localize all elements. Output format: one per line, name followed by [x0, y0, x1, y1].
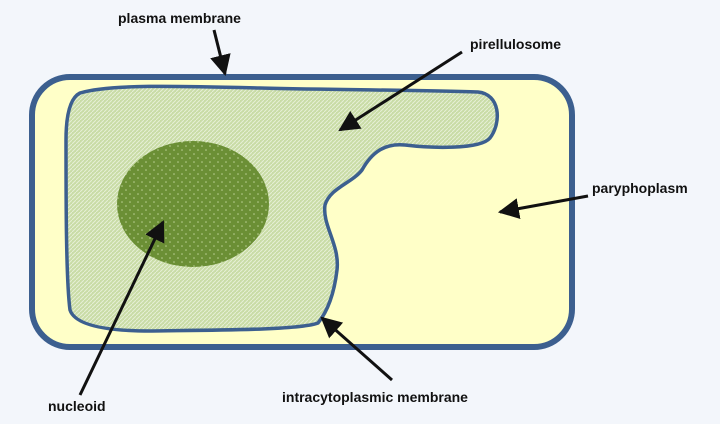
label-pirellulosome: pirellulosome — [470, 36, 562, 52]
arrow-intracytoplasmic-membrane — [320, 316, 393, 382]
arrow-nucleoid — [78, 220, 165, 396]
label-paryphoplasm: paryphoplasm — [592, 180, 688, 196]
label-plasma-membrane: plasma membrane — [118, 10, 241, 26]
label-nucleoid: nucleoid — [48, 398, 106, 414]
label-intracytoplasmic-membrane: intracytoplasmic membrane — [282, 389, 468, 405]
arrow-pirellulosome — [338, 50, 463, 132]
arrow-plasma-membrane — [210, 29, 231, 77]
nucleoid-shape — [117, 141, 269, 267]
arrow-paryphoplasm — [497, 194, 589, 219]
